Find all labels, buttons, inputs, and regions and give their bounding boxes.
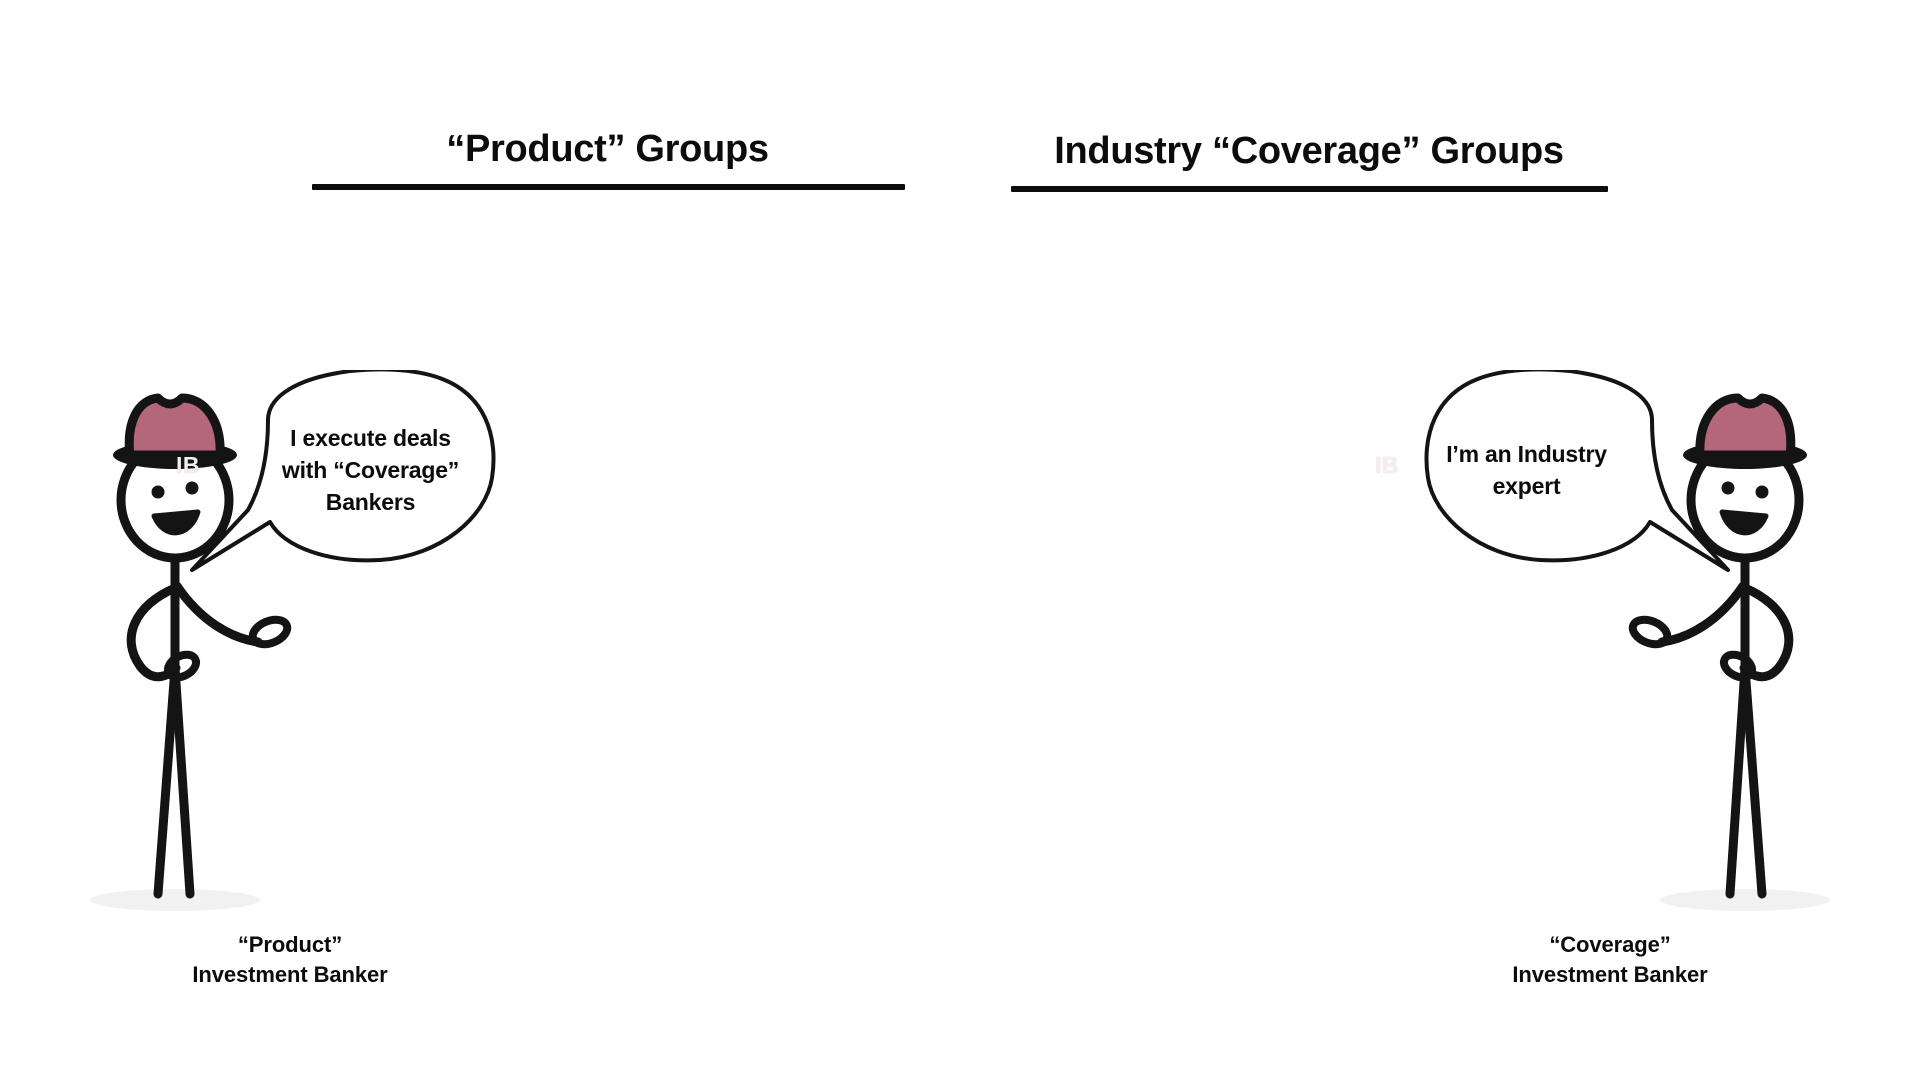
column-heading-product: “Product” Groups bbox=[446, 128, 769, 170]
hand-on-hip bbox=[1719, 650, 1757, 682]
arm-on-hip bbox=[1739, 583, 1794, 682]
smiling-mouth bbox=[151, 509, 201, 536]
leg-left bbox=[153, 663, 180, 899]
arm-extended bbox=[172, 581, 263, 647]
hand-open bbox=[248, 615, 292, 649]
bubble-line-2: with “Coverage” bbox=[281, 457, 460, 483]
caption-line-2: Investment Banker bbox=[192, 962, 388, 987]
speech-bubble bbox=[190, 370, 496, 572]
hand-on-hip bbox=[163, 650, 201, 682]
hat-crown bbox=[1695, 393, 1796, 461]
caption-line-2: Investment Banker bbox=[1512, 962, 1708, 987]
hat-crown bbox=[124, 393, 225, 461]
caption-line-1: “Coverage” bbox=[1549, 932, 1671, 957]
eye-left bbox=[151, 485, 165, 499]
leg-right bbox=[1725, 663, 1750, 899]
ground-shadow bbox=[90, 889, 260, 911]
coverage-banker-illustration bbox=[1424, 370, 1830, 911]
caption-product: “Product” Investment Banker bbox=[110, 930, 470, 990]
smiling-mouth bbox=[1719, 509, 1769, 536]
eye-right bbox=[185, 481, 199, 495]
arm-on-hip bbox=[126, 583, 181, 682]
column-heading-coverage-underline bbox=[1011, 186, 1608, 192]
bubble-line-1: I’m an Industry bbox=[1446, 441, 1607, 467]
eye-right bbox=[1721, 481, 1735, 495]
caption-line-1: “Product” bbox=[237, 932, 343, 957]
coverage-banker-figure-group: I’m an Industry expert IB “Coverage” Inv… bbox=[1320, 370, 1840, 1010]
hat-badge-product: IB bbox=[176, 452, 200, 478]
speech-bubble-text-coverage: I’m an Industry expert bbox=[1404, 438, 1649, 502]
speech-bubble bbox=[1424, 370, 1730, 572]
caption-coverage: “Coverage” Investment Banker bbox=[1430, 930, 1790, 990]
bubble-line-3: Bankers bbox=[325, 489, 416, 515]
hand-open bbox=[1628, 615, 1672, 649]
product-banker-figure-group: I execute deals with “Coverage” Bankers … bbox=[80, 370, 600, 1010]
leg-left bbox=[1740, 663, 1767, 899]
arm-extended bbox=[1657, 581, 1748, 647]
column-heading-coverage: Industry “Coverage” Groups bbox=[1054, 130, 1564, 172]
product-banker-illustration bbox=[90, 370, 496, 911]
speech-bubble-text-product: I execute deals with “Coverage” Bankers bbox=[248, 422, 493, 518]
bubble-line-2: expert bbox=[1492, 473, 1561, 499]
hat-badge-coverage: IB bbox=[1375, 452, 1399, 478]
ground-shadow bbox=[1660, 889, 1830, 911]
eye-left bbox=[1755, 485, 1769, 499]
column-heading-product-underline bbox=[312, 184, 905, 190]
bubble-line-1: I execute deals bbox=[290, 425, 451, 451]
leg-right bbox=[170, 663, 195, 899]
